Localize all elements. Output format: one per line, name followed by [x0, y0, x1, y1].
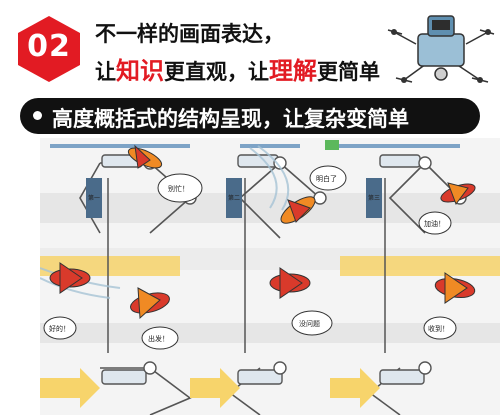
plane-4 — [49, 262, 91, 294]
plane-1 — [127, 144, 163, 169]
title-highlight-knowledge: 知识 — [116, 57, 164, 85]
plane-5 — [130, 287, 170, 320]
bubble-1: 别忙！ — [168, 184, 189, 193]
badge-number: 02 — [27, 29, 71, 64]
number-badge — [18, 16, 80, 82]
bullet-dot — [33, 111, 42, 120]
bubble-6: 没问题 — [299, 319, 320, 328]
plane-7 — [434, 272, 476, 304]
plane-2 — [280, 196, 316, 224]
banner-title: 高度概括式的结构呈现，让复杂变简单 — [52, 107, 409, 131]
step-label-a: 第一 — [88, 194, 100, 202]
comic-panel: 第一 第二 第三 — [40, 138, 500, 415]
plane-6 — [269, 267, 311, 299]
bubble-5: 出发！ — [148, 334, 169, 343]
title-suffix: 更简单 — [317, 60, 380, 84]
section-banner — [20, 98, 480, 134]
title-line-1: 不一样的画面表达， — [95, 22, 284, 46]
bubble-4: 好的！ — [49, 324, 70, 333]
bubble-7: 收到！ — [428, 324, 449, 333]
title-prefix: 让 — [95, 60, 116, 84]
step-label-c: 第三 — [368, 194, 380, 202]
title-line-2: 让知识更直观，让理解更简单 — [95, 51, 380, 86]
drone-illustration — [387, 15, 495, 83]
title-highlight-understanding: 理解 — [269, 57, 317, 85]
step-label-b: 第二 — [228, 194, 240, 202]
bubble-3: 加油！ — [424, 219, 445, 228]
title-mid: 更直观，让 — [164, 60, 269, 84]
plane-3 — [440, 182, 476, 206]
bubble-2: 明白了 — [316, 174, 337, 183]
bottom-arrows — [40, 368, 380, 408]
